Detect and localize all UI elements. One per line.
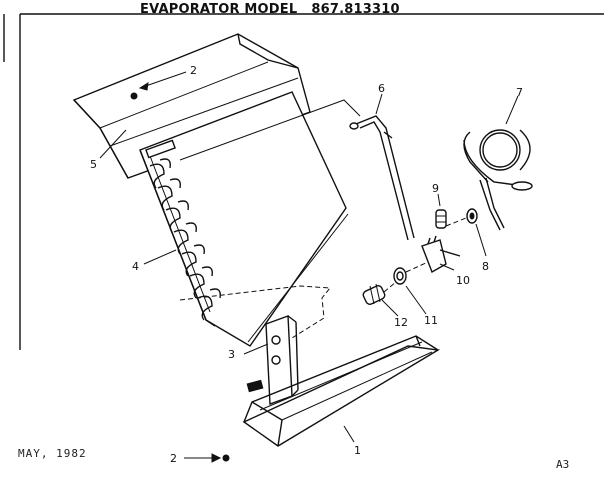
callout-1: 1 (354, 444, 361, 457)
frame-border (3, 13, 604, 350)
callout-7: 7 (516, 86, 523, 99)
callout-9: 9 (432, 182, 439, 195)
callout-11: 11 (424, 314, 438, 327)
part-bracket-3 (246, 315, 299, 405)
part-fitting-9 (435, 209, 447, 229)
part-evaporator-coil (139, 91, 361, 347)
coil-return-bends (149, 158, 221, 321)
callout-2-top: 2 (190, 64, 197, 77)
part-top-cover (72, 33, 311, 179)
part-screw-bottom (222, 454, 230, 462)
callout-8: 8 (482, 260, 489, 273)
callout-4: 4 (132, 260, 139, 273)
part-nut-8 (466, 208, 478, 224)
callout-2-bottom: 2 (170, 452, 177, 465)
title-text: EVAPORATOR MODEL (140, 2, 298, 17)
footer-date: MAY, 1982 (18, 447, 87, 460)
callout-6: 6 (378, 82, 385, 95)
cover-screw (130, 92, 138, 100)
coil-header (145, 139, 176, 159)
assembly-lines (179, 217, 467, 339)
part-tube-fitting-10 (421, 235, 461, 274)
callout-3: 3 (228, 348, 235, 361)
diagram-title: EVAPORATOR MODEL 867.813310 (140, 2, 400, 17)
callout-leaders (99, 71, 519, 463)
callout-labels: 2 5 6 7 9 4 8 10 12 11 3 1 2 (90, 64, 523, 465)
model-number: 867.813310 (311, 2, 400, 17)
part-drain-fitting-12 (362, 283, 386, 305)
footer-page-code: A3 (556, 458, 570, 471)
callout-10: 10 (456, 274, 470, 287)
callout-12: 12 (394, 316, 408, 329)
part-drain-pan (242, 335, 441, 447)
callout-5: 5 (90, 158, 97, 171)
part-capillary-coil (463, 129, 533, 231)
part-tube (349, 115, 415, 241)
part-washer-11 (393, 267, 407, 285)
